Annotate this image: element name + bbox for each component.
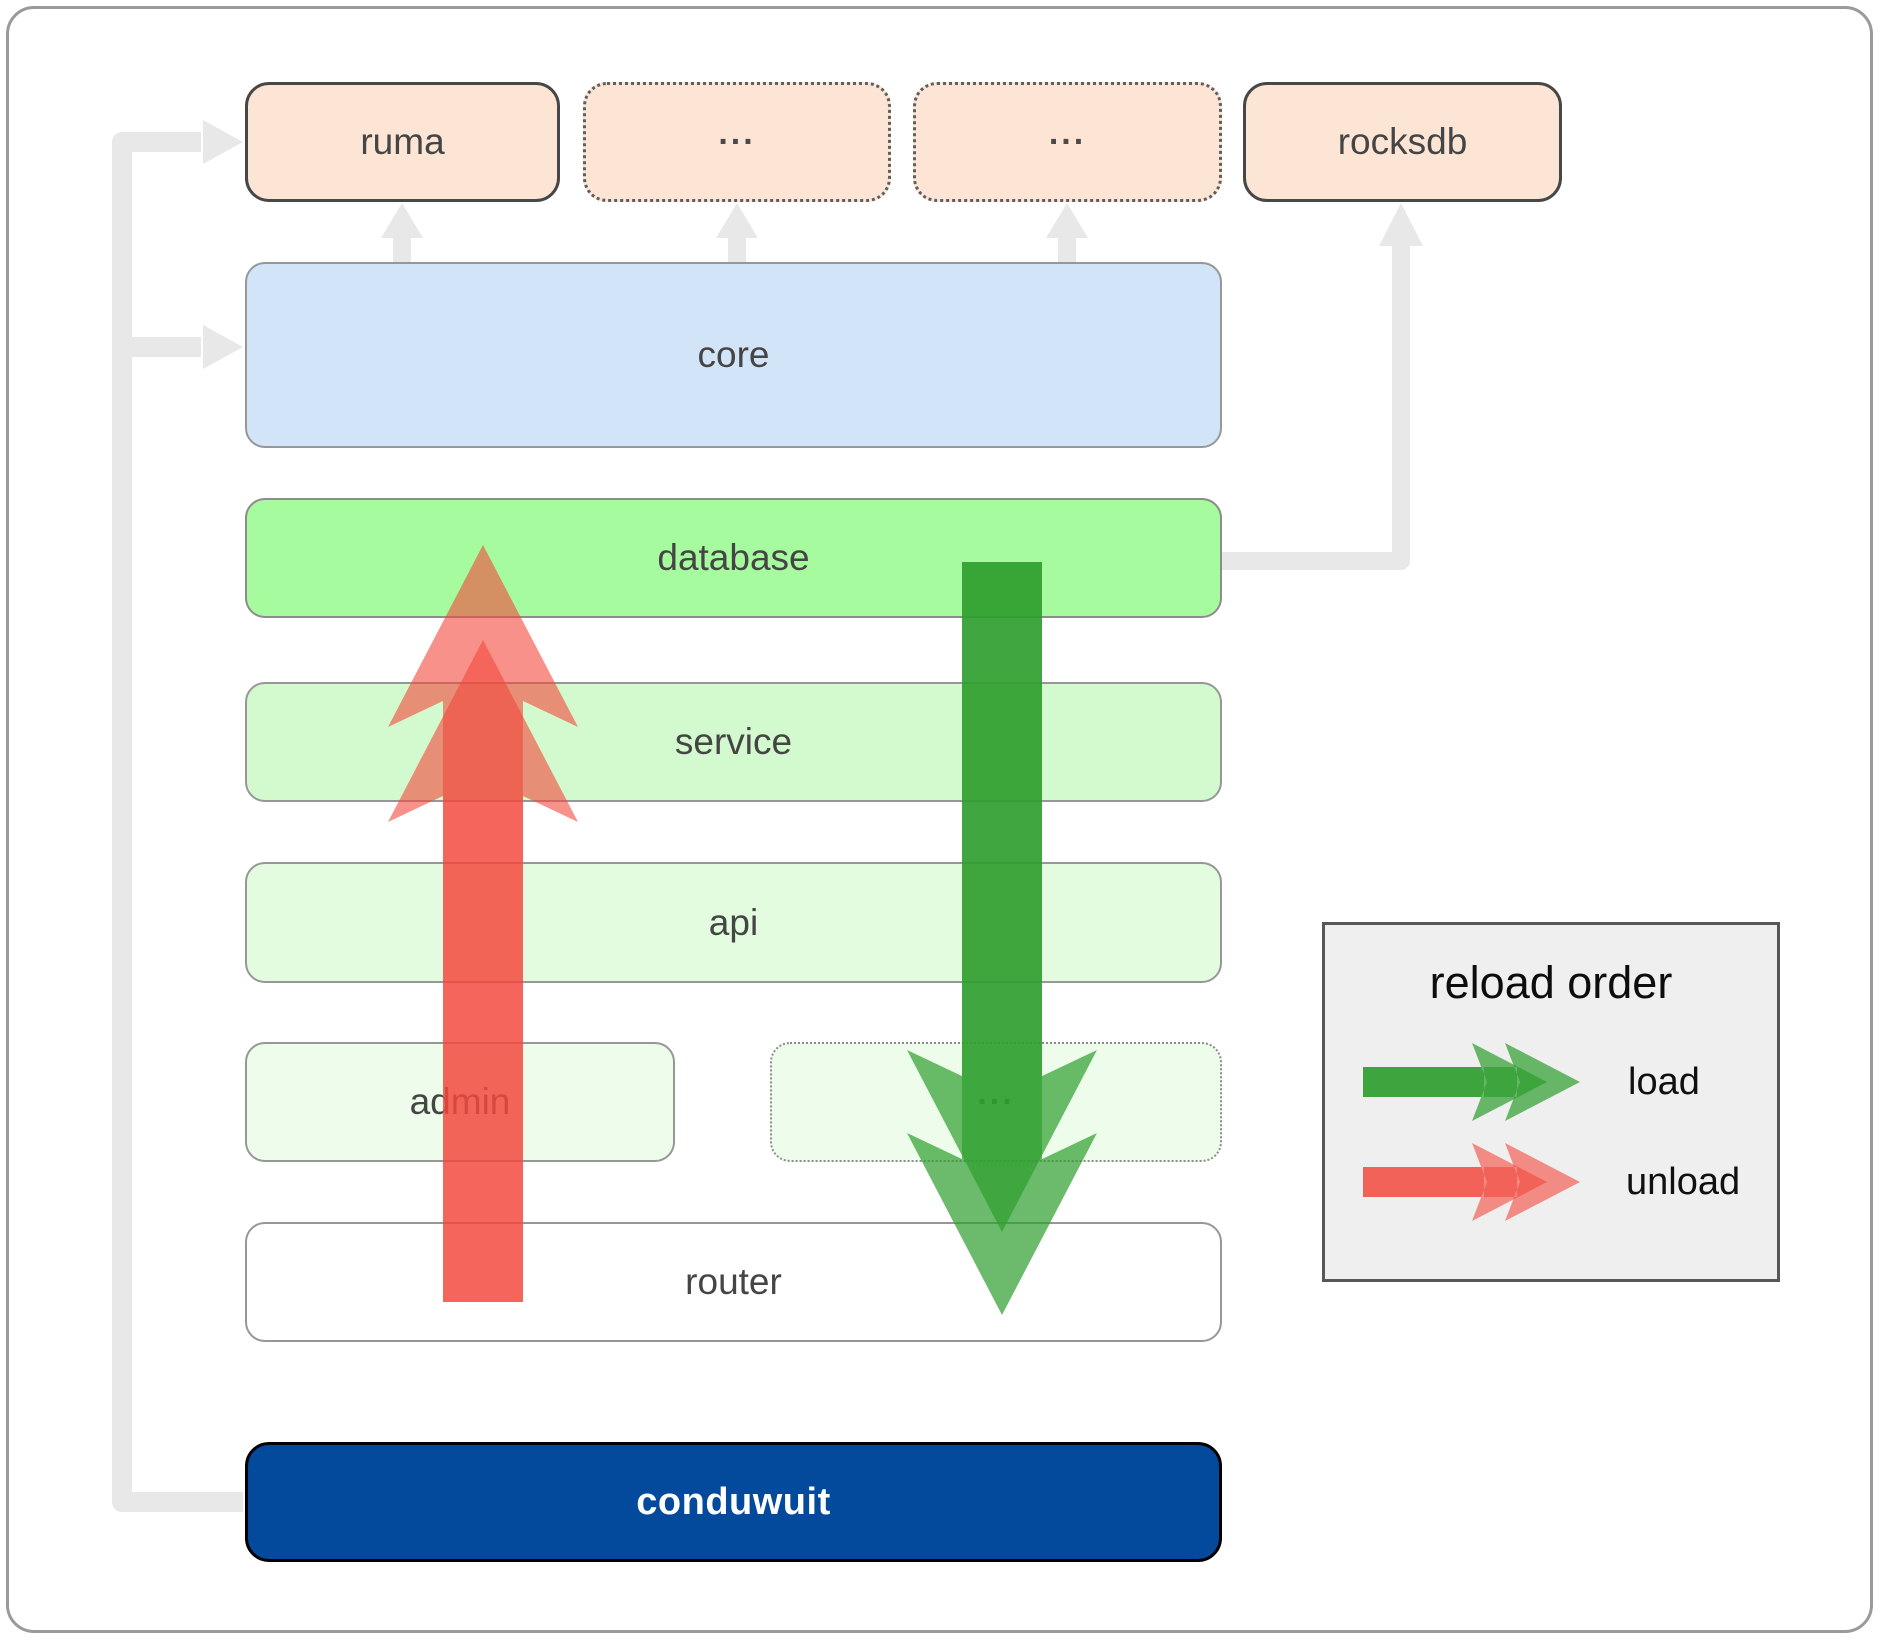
legend-load-label: load [1628,1061,1700,1103]
node-admin: admin [245,1042,675,1162]
node-ellipsis-3-label: ... [977,1073,1015,1112]
node-ellipsis-1: ... [583,82,891,202]
node-core: core [245,262,1222,448]
node-admin-label: admin [409,1081,511,1122]
outer-border [6,6,1873,1633]
node-conduwuit-label: conduwuit [636,1480,831,1523]
node-conduwuit: conduwuit [245,1442,1222,1562]
node-router: router [245,1222,1222,1342]
legend-title: reload order [1429,957,1673,1008]
node-database-label: database [657,537,810,578]
node-service-label: service [674,721,793,762]
legend-reload-order: reload order load unload [1322,922,1780,1282]
node-api: api [245,862,1222,983]
legend-unload-label: unload [1626,1161,1741,1203]
node-ellipsis-2: ... [913,82,1222,202]
node-core-label: core [697,334,770,375]
node-ellipsis-1-label: ... [718,113,756,152]
node-ellipsis-3: ... [770,1042,1222,1162]
node-api-label: api [708,901,759,943]
node-ruma-label: ruma [360,121,445,162]
node-rocksdb-label: rocksdb [1337,121,1468,162]
node-router-label: router [685,1261,782,1302]
node-service: service [245,682,1222,802]
node-database: database [245,498,1222,618]
node-rocksdb: rocksdb [1243,82,1562,202]
node-ellipsis-2-label: ... [1048,113,1087,152]
node-ruma: ruma [245,82,560,202]
